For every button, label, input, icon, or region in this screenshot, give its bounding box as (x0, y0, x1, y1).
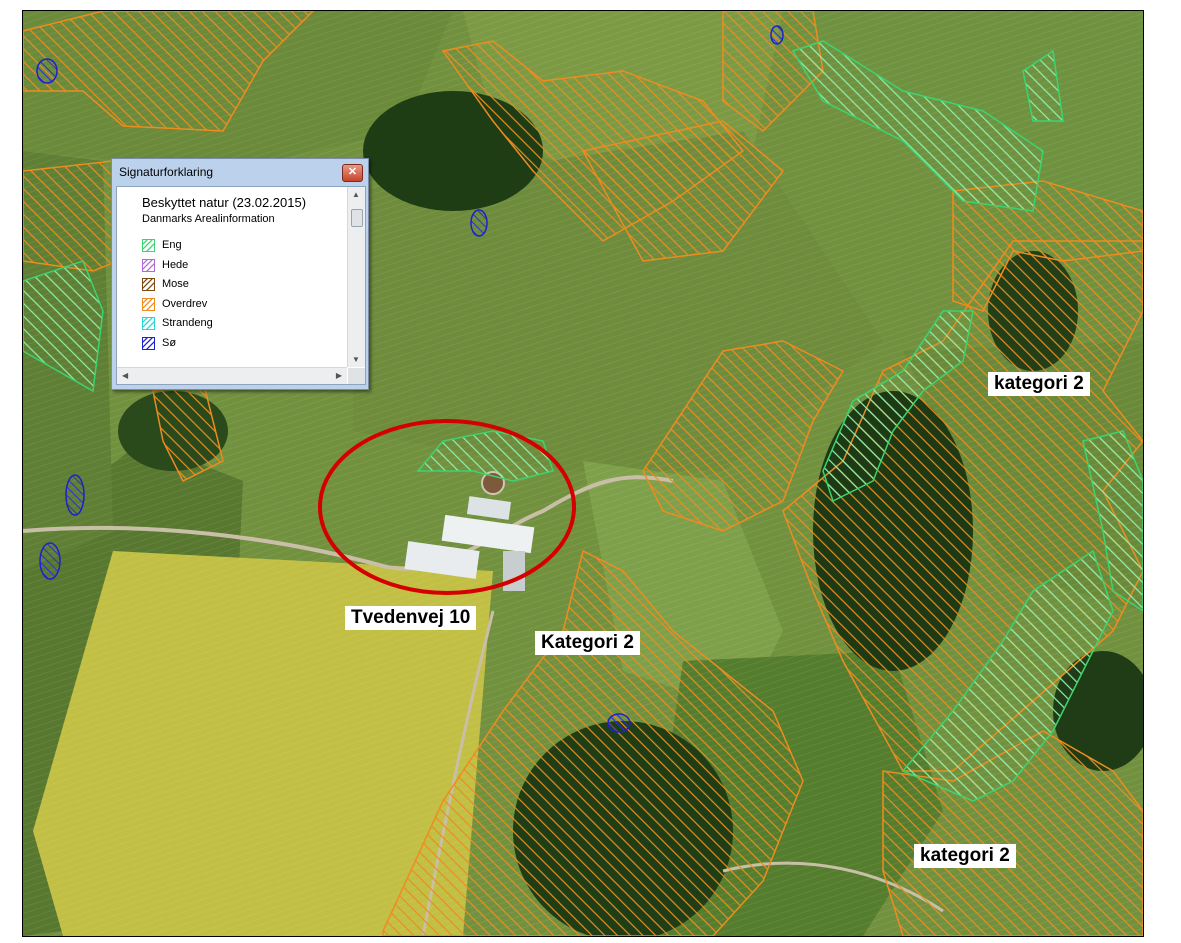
legend-window-title: Signaturforklaring (119, 165, 214, 179)
legend-swatch-icon (142, 239, 155, 252)
location-marker-circle (318, 419, 576, 595)
legend-item-label: Mose (162, 278, 189, 290)
legend-layer-title: Beskyttet natur (23.02.2015) (142, 195, 307, 210)
legend-source: Danmarks Arealinformation (142, 213, 275, 225)
label-kategori-2-south: Kategori 2 (535, 631, 640, 655)
scrollbar-thumb[interactable] (351, 209, 363, 227)
legend-horizontal-scrollbar[interactable]: ◀ ▶ (117, 367, 347, 384)
legend-vertical-scrollbar[interactable]: ▲ ▼ (347, 187, 365, 367)
legend-window[interactable]: Signaturforklaring ✕ Beskyttet natur (23… (111, 158, 369, 390)
aerial-map[interactable] (23, 11, 1143, 936)
scrollbar-corner (348, 368, 365, 384)
label-tvedenvej-10: Tvedenvej 10 (345, 606, 477, 630)
legend-swatch-icon (142, 278, 155, 291)
map-frame: Tvedenvej 10 Kategori 2 kategori 2 kateg… (22, 10, 1144, 937)
legend-swatch-icon (142, 297, 155, 311)
close-icon[interactable]: ✕ (342, 164, 363, 182)
legend-swatch-icon (142, 336, 155, 350)
label-kategori-2-southeast: kategori 2 (914, 844, 1016, 868)
legend-item-label: Eng (162, 239, 182, 251)
legend-item-label: Overdrev (162, 297, 208, 310)
legend-body: Beskyttet natur (23.02.2015) Danmarks Ar… (116, 186, 366, 385)
legend-item-label: Sø (162, 336, 177, 349)
legend-swatch-icon (142, 258, 155, 272)
legend-titlebar[interactable]: Signaturforklaring ✕ (112, 159, 368, 185)
legend-swatch-icon (142, 317, 155, 330)
label-kategori-2-east: kategori 2 (988, 372, 1090, 396)
legend-content: Beskyttet natur (23.02.2015) Danmarks Ar… (117, 187, 347, 367)
legend-item-label: Strandeng (162, 317, 213, 329)
legend-item-label: Hede (162, 258, 189, 271)
